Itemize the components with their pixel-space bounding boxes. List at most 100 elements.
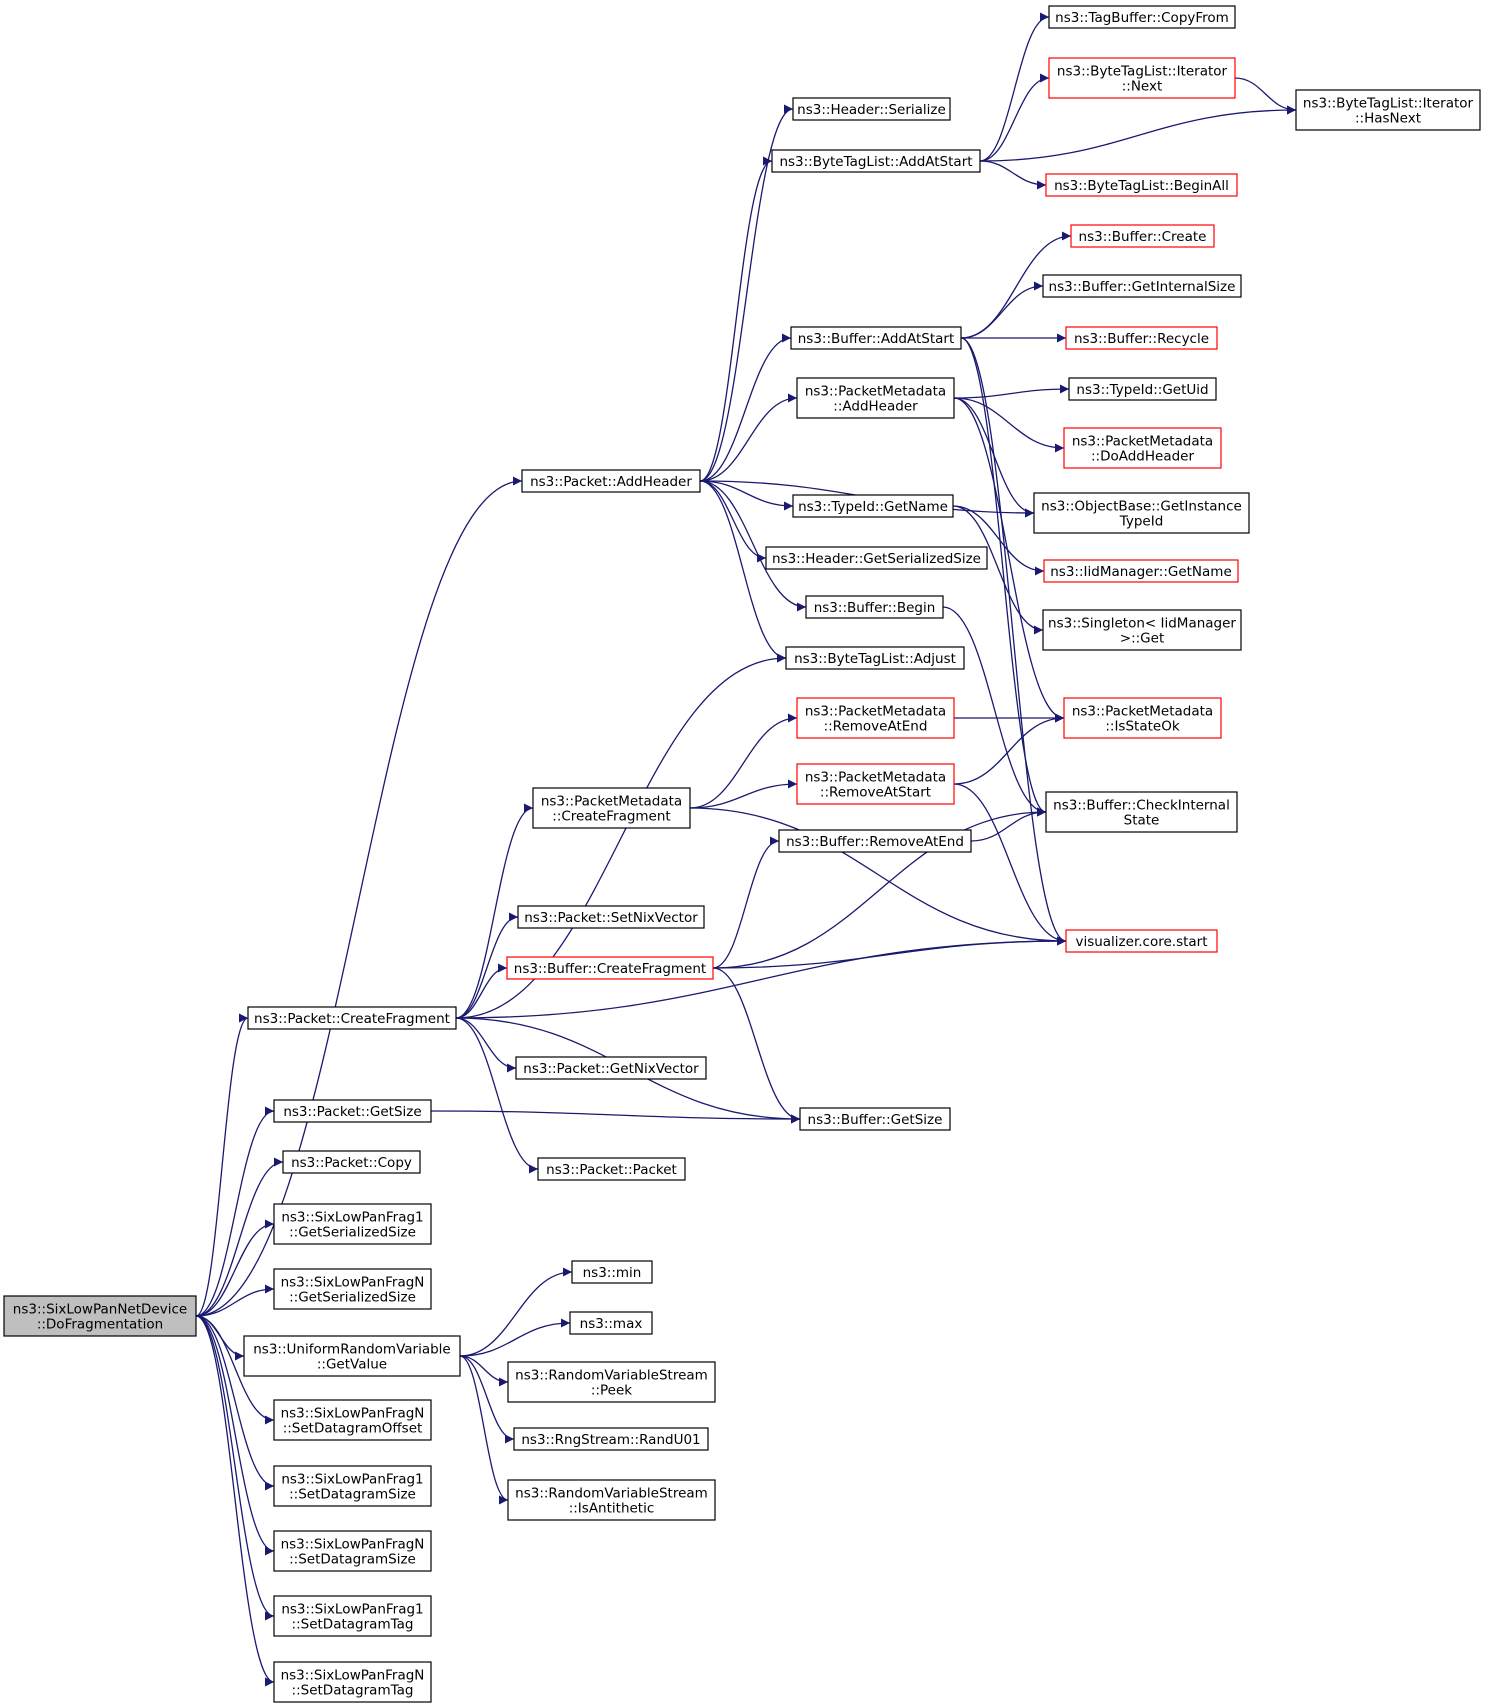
node-bytetaglist-iterator-hasnext[interactable]: ns3::ByteTagList::Iterator::HasNext bbox=[1295, 89, 1481, 131]
edge-root-to-packet-addheader bbox=[195, 476, 523, 1317]
node-fragn-setdatagramtag[interactable]: ns3::SixLowPanFragN::SetDatagramTag bbox=[273, 1661, 432, 1703]
node-singleton-get[interactable]: ns3::Singleton< IidManager>::Get bbox=[1042, 609, 1242, 651]
node-buffer-recycle[interactable]: ns3::Buffer::Recycle bbox=[1065, 326, 1218, 350]
node-label: ns3::Packet::Copy bbox=[291, 1155, 412, 1171]
node-packetmetadata-doaddheader[interactable]: ns3::PacketMetadata::DoAddHeader bbox=[1063, 427, 1222, 469]
edge-root-to-packet-getsize bbox=[195, 1106, 275, 1317]
node-label: ns3::min bbox=[583, 1265, 642, 1281]
node-typeid-getuid[interactable]: ns3::TypeId::GetUid bbox=[1068, 377, 1217, 401]
node-bytetaglist-beginall[interactable]: ns3::ByteTagList::BeginAll bbox=[1045, 173, 1238, 197]
node-box bbox=[507, 1361, 716, 1403]
node-uniform-getvalue[interactable]: ns3::UniformRandomVariable::GetValue bbox=[243, 1335, 461, 1377]
node-label: ::RemoveAtStart bbox=[820, 785, 931, 801]
node-label: ns3::ByteTagList::Iterator bbox=[1303, 96, 1474, 112]
node-iidmanager-getname[interactable]: ns3::IidManager::GetName bbox=[1043, 559, 1239, 583]
node-label: ::DoAddHeader bbox=[1091, 449, 1194, 465]
edge-root-to-frag1-setdatagramtag bbox=[195, 1315, 275, 1621]
node-typeid-getname[interactable]: ns3::TypeId::GetName bbox=[792, 494, 954, 518]
node-buffer-create[interactable]: ns3::Buffer::Create bbox=[1070, 224, 1215, 248]
node-label: ns3::ByteTagList::AddAtStart bbox=[779, 154, 972, 170]
node-packetmetadata-removeatend[interactable]: ns3::PacketMetadata::RemoveAtEnd bbox=[796, 697, 955, 739]
node-packet-addheader[interactable]: ns3::Packet::AddHeader bbox=[521, 469, 701, 493]
node-rvs-isantithetic[interactable]: ns3::RandomVariableStream::IsAntithetic bbox=[507, 1479, 716, 1521]
node-label: ::SetDatagramOffset bbox=[283, 1421, 423, 1437]
node-box bbox=[1048, 57, 1236, 99]
node-buffer-removeatend[interactable]: ns3::Buffer::RemoveAtEnd bbox=[778, 829, 972, 853]
edge-uniform-getvalue-to-ns3-min bbox=[459, 1267, 573, 1357]
node-buffer-getsize[interactable]: ns3::Buffer::GetSize bbox=[799, 1107, 951, 1131]
node-label: ns3::PacketMetadata bbox=[1072, 434, 1213, 450]
node-packet-setnixvector[interactable]: ns3::Packet::SetNixVector bbox=[517, 905, 705, 929]
node-header-getserializedsize[interactable]: ns3::Header::GetSerializedSize bbox=[765, 546, 988, 570]
node-label: ns3::SixLowPanFrag1 bbox=[281, 1210, 423, 1226]
edge-root-to-frag1-setdatagramsize bbox=[195, 1315, 275, 1491]
node-buffer-createfragment[interactable]: ns3::Buffer::CreateFragment bbox=[506, 956, 714, 980]
node-header-serialize[interactable]: ns3::Header::Serialize bbox=[792, 97, 951, 121]
node-ns3-min[interactable]: ns3::min bbox=[571, 1260, 653, 1284]
node-label: ns3::RngStream::RandU01 bbox=[521, 1432, 700, 1448]
edge-root-to-fragn-setdatagramoffset bbox=[195, 1315, 275, 1425]
node-box bbox=[792, 494, 954, 518]
node-label: ::SetDatagramSize bbox=[289, 1487, 416, 1503]
node-label: ns3::SixLowPanFrag1 bbox=[281, 1472, 423, 1488]
node-packetmetadata-createfragment[interactable]: ns3::PacketMetadata::CreateFragment bbox=[532, 787, 691, 829]
node-box bbox=[273, 1099, 432, 1123]
node-packet-getnixvector[interactable]: ns3::Packet::GetNixVector bbox=[515, 1056, 707, 1080]
node-box bbox=[796, 763, 955, 805]
node-label: ns3::Buffer::GetSize bbox=[808, 1112, 943, 1128]
node-packetmetadata-addheader[interactable]: ns3::PacketMetadata::AddHeader bbox=[796, 377, 955, 419]
node-fragn-getserializedsize[interactable]: ns3::SixLowPanFragN::GetSerializedSize bbox=[273, 1268, 432, 1310]
node-packet-copy[interactable]: ns3::Packet::Copy bbox=[282, 1150, 421, 1174]
node-rngstream-randu01[interactable]: ns3::RngStream::RandU01 bbox=[513, 1427, 709, 1451]
node-label: ns3::Packet::GetSize bbox=[283, 1104, 421, 1120]
node-packet-createfragment[interactable]: ns3::Packet::CreateFragment bbox=[247, 1006, 457, 1030]
node-bytetaglist-iterator-next[interactable]: ns3::ByteTagList::Iterator::Next bbox=[1048, 57, 1236, 99]
node-packetmetadata-isstateok[interactable]: ns3::PacketMetadata::IsStateOk bbox=[1063, 697, 1222, 739]
node-fragn-setdatagramsize[interactable]: ns3::SixLowPanFragN::SetDatagramSize bbox=[273, 1530, 432, 1572]
edge-packet-createfragment-to-packet-getnixvector bbox=[455, 1017, 517, 1073]
node-buffer-getinternalsize[interactable]: ns3::Buffer::GetInternalSize bbox=[1042, 274, 1242, 298]
node-box bbox=[1063, 427, 1222, 469]
node-buffer-begin[interactable]: ns3::Buffer::Begin bbox=[805, 595, 944, 619]
node-root[interactable]: ns3::SixLowPanNetDevice::DoFragmentation bbox=[3, 1295, 197, 1337]
node-label: ns3::Buffer::Recycle bbox=[1074, 331, 1209, 347]
edge-root-to-packet-copy bbox=[195, 1157, 284, 1317]
node-label: ns3::Buffer::Begin bbox=[814, 600, 936, 616]
node-box bbox=[537, 1157, 686, 1181]
node-frag1-getserializedsize[interactable]: ns3::SixLowPanFrag1::GetSerializedSize bbox=[273, 1203, 432, 1245]
node-label: ::SetDatagramTag bbox=[292, 1683, 414, 1699]
edge-buffer-begin-to-buffer-checkinternalstate bbox=[942, 606, 1047, 817]
node-label: ns3::PacketMetadata bbox=[541, 794, 682, 810]
edge-packet-addheader-to-typeid-getname bbox=[699, 480, 794, 511]
edges-layer bbox=[195, 12, 1297, 1687]
edge-buffer-addatstart-to-buffer-checkinternalstate bbox=[960, 337, 1047, 817]
node-box bbox=[273, 1399, 432, 1441]
node-box bbox=[1045, 173, 1238, 197]
edge-bytetaglist-addatstart-to-bytetaglist-beginall bbox=[979, 160, 1047, 190]
node-frag1-setdatagramsize[interactable]: ns3::SixLowPanFrag1::SetDatagramSize bbox=[273, 1465, 432, 1507]
node-frag1-setdatagramtag[interactable]: ns3::SixLowPanFrag1::SetDatagramTag bbox=[273, 1595, 432, 1637]
edge-buffer-createfragment-to-visualizer-core-start bbox=[712, 936, 1067, 969]
node-packet-packet[interactable]: ns3::Packet::Packet bbox=[537, 1157, 686, 1181]
node-label: ::RemoveAtEnd bbox=[824, 719, 928, 735]
node-rvs-peek[interactable]: ns3::RandomVariableStream::Peek bbox=[507, 1361, 716, 1403]
node-ns3-max[interactable]: ns3::max bbox=[569, 1311, 653, 1335]
node-tagbuffer-copyfrom[interactable]: ns3::TagBuffer::CopyFrom bbox=[1048, 5, 1236, 29]
edge-packet-addheader-to-bytetaglist-addatstart bbox=[699, 156, 773, 482]
node-box bbox=[273, 1595, 432, 1637]
edge-packet-addheader-to-header-getserializedsize bbox=[699, 480, 767, 563]
node-buffer-addatstart[interactable]: ns3::Buffer::AddAtStart bbox=[790, 326, 962, 350]
node-packetmetadata-removeatstart[interactable]: ns3::PacketMetadata::RemoveAtStart bbox=[796, 763, 955, 805]
node-bytetaglist-adjust[interactable]: ns3::ByteTagList::Adjust bbox=[785, 646, 965, 670]
node-visualizer-core-start[interactable]: visualizer.core.start bbox=[1065, 929, 1218, 953]
edge-bytetaglist-addatstart-to-bytetaglist-iterator-next bbox=[979, 73, 1050, 162]
node-label: ns3::Header::GetSerializedSize bbox=[772, 551, 981, 567]
node-bytetaglist-addatstart[interactable]: ns3::ByteTagList::AddAtStart bbox=[771, 149, 981, 173]
node-fragn-setdatagramoffset[interactable]: ns3::SixLowPanFragN::SetDatagramOffset bbox=[273, 1399, 432, 1441]
node-box bbox=[792, 97, 951, 121]
edge-packet-addheader-to-buffer-begin bbox=[699, 480, 807, 612]
node-packet-getsize[interactable]: ns3::Packet::GetSize bbox=[273, 1099, 432, 1123]
